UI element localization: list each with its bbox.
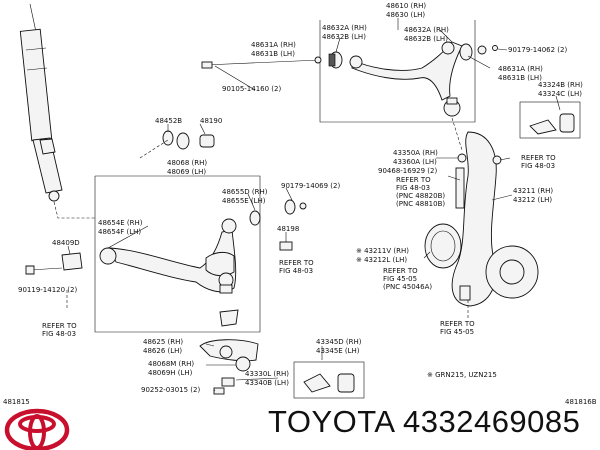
label-48409d: 48409D bbox=[52, 239, 80, 247]
steering-knuckle bbox=[424, 131, 539, 318]
label-pnc-48810b: (PNC 48810B) bbox=[396, 200, 445, 208]
label-48632a-right: 48632A (RH) bbox=[404, 26, 449, 34]
label-48069: 48069 (LH) bbox=[167, 168, 206, 176]
label-refer-f2: FIG 45-05 bbox=[440, 328, 474, 336]
label-90179-14069: 90179-14069 (2) bbox=[281, 182, 340, 190]
label-48190: 48190 bbox=[200, 117, 222, 125]
label-refer-48-03-a2: FIG 48-03 bbox=[279, 267, 313, 275]
label-48632b-left: 48632B (LH) bbox=[322, 33, 366, 41]
label-pnc-48820b: (PNC 48820B) bbox=[396, 192, 445, 200]
label-48069h: 48069H (LH) bbox=[148, 369, 193, 377]
label-48632a-left: 48632A (RH) bbox=[322, 24, 367, 32]
label-48655d: 48655D (RH) bbox=[222, 188, 268, 196]
label-refer-c2: FIG 48-03 bbox=[396, 184, 430, 192]
upper-arm-group bbox=[201, 20, 498, 151]
diagram-code-left: 481815 bbox=[3, 398, 30, 406]
label-48631b-left: 48631B (LH) bbox=[251, 50, 295, 58]
label-43212: 43212 (LH) bbox=[513, 196, 552, 204]
toyota-logo-icon bbox=[4, 408, 70, 450]
label-43211v: ※ 43211V (RH) bbox=[356, 247, 409, 255]
label-48632b-right: 48632B (LH) bbox=[404, 35, 448, 43]
label-48631b-right: 48631B (LH) bbox=[498, 74, 542, 82]
label-48452b: 48452B bbox=[155, 117, 182, 125]
label-90105-14160: 90105-14160 (2) bbox=[222, 85, 281, 93]
part-labels: 48610 (RH) 48630 (LH) 48632A (RH) 48632B… bbox=[3, 2, 597, 406]
label-43212l: ※ 43212L (LH) bbox=[356, 256, 407, 264]
dust-boot-lower bbox=[293, 361, 365, 399]
label-refer-e2: FIG 45-05 bbox=[383, 275, 417, 283]
label-48631a-right: 48631A (RH) bbox=[498, 65, 543, 73]
label-90119-14120: 90119-14120 (2) bbox=[18, 286, 77, 294]
label-43211: 43211 (RH) bbox=[513, 187, 553, 195]
label-90468-16929: 90468-16929 (2) bbox=[378, 167, 437, 175]
label-43345d: 43345D (RH) bbox=[316, 338, 362, 346]
label-43350a: 43350A (RH) bbox=[393, 149, 438, 157]
diagram-code-right: 481816B bbox=[565, 398, 597, 406]
shock-absorber bbox=[19, 3, 95, 219]
label-48626: 48626 (LH) bbox=[143, 347, 182, 355]
label-90252-03015: 90252-03015 (2) bbox=[141, 386, 200, 394]
label-43324c: 43324C (LH) bbox=[538, 90, 582, 98]
label-refer-e1: REFER TO bbox=[383, 267, 418, 275]
label-43330l: 43330L (RH) bbox=[245, 370, 289, 378]
label-48654f: 48654F (LH) bbox=[98, 228, 141, 236]
label-refer-48-03-b1: REFER TO bbox=[42, 322, 77, 330]
lower-ball-joint-set bbox=[199, 309, 259, 395]
lower-arm-group bbox=[25, 130, 307, 333]
label-48068: 48068 (RH) bbox=[167, 159, 207, 167]
label-refer-d1: REFER TO bbox=[521, 154, 556, 162]
label-48610: 48610 (RH) bbox=[386, 2, 426, 10]
dust-boot-upper bbox=[519, 101, 581, 139]
label-48198: 48198 bbox=[277, 225, 299, 233]
label-43340b: 43340B (LH) bbox=[245, 379, 289, 387]
label-pnc-45046a: (PNC 45046A) bbox=[383, 283, 432, 291]
label-refer-d2: FIG 48-03 bbox=[521, 162, 555, 170]
label-48068m: 48068M (RH) bbox=[148, 360, 194, 368]
label-48631a-left: 48631A (RH) bbox=[251, 41, 296, 49]
label-48655e: 48655E (LH) bbox=[222, 197, 266, 205]
label-48630: 48630 (LH) bbox=[386, 11, 425, 19]
label-48654e: 48654E (RH) bbox=[98, 219, 143, 227]
label-refer-48-03-a1: REFER TO bbox=[279, 259, 314, 267]
label-refer-48-03-b2: FIG 48-03 bbox=[42, 330, 76, 338]
label-48625: 48625 (RH) bbox=[143, 338, 183, 346]
footnote: ※ GRN215, UZN215 bbox=[427, 371, 497, 379]
label-43360a: 43360A (LH) bbox=[393, 158, 437, 166]
part-title: TOYOTA 4332469085 bbox=[268, 404, 581, 439]
label-refer-c1: REFER TO bbox=[396, 176, 431, 184]
label-43345e: 43345E (LH) bbox=[316, 347, 360, 355]
label-90179-14062: 90179-14062 (2) bbox=[508, 46, 567, 54]
label-refer-f1: REFER TO bbox=[440, 320, 475, 328]
label-43324b: 43324B (RH) bbox=[538, 81, 583, 89]
leader-lines bbox=[67, 18, 561, 392]
